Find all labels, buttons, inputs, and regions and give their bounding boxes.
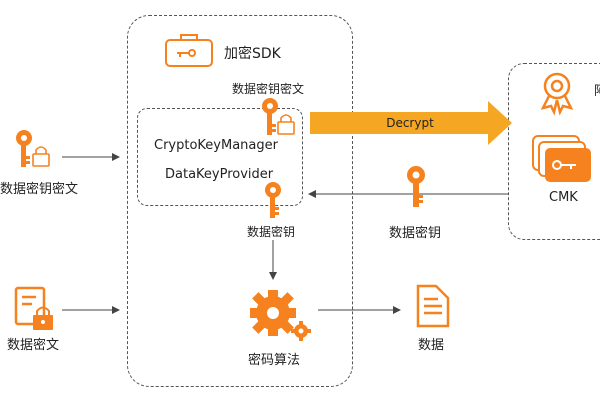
label-output-data: 数据 <box>418 338 445 353</box>
briefcase-key-icon <box>165 34 213 67</box>
key-manager-box <box>137 108 303 206</box>
decrypt-arrow <box>310 101 512 145</box>
cmk-cards-icon <box>532 135 591 182</box>
label-kms-partial: 阿 <box>594 80 600 99</box>
label-right-datakey: 数据密钥 <box>389 226 442 241</box>
label-left-encrypted-datakey: 数据密钥密文 <box>0 182 79 197</box>
kms-container <box>508 63 600 240</box>
label-crypto-algorithm: 密码算法 <box>248 353 301 368</box>
label-cmk: CMK <box>549 190 578 205</box>
doc-lock-icon <box>14 286 53 330</box>
label-left-ciphertext: 数据密文 <box>7 338 60 353</box>
sdk-title: 加密SDK <box>224 46 281 62</box>
kms-seal-icon <box>540 72 574 116</box>
key-icon <box>407 166 425 207</box>
key-icon <box>265 182 281 218</box>
key-lock-icon <box>262 98 295 135</box>
sdk-container <box>127 15 353 387</box>
key-lock-icon <box>16 130 50 167</box>
label-top-encrypted-datakey: 数据密钥密文 <box>232 82 305 96</box>
decrypt-label: Decrypt <box>386 116 434 130</box>
label-crypto-key-manager: CryptoKeyManager <box>154 138 278 153</box>
label-sdk-datakey: 数据密钥 <box>247 225 296 239</box>
document-icon <box>416 284 450 328</box>
gear-icon <box>250 290 311 341</box>
label-data-key-provider: DataKeyProvider <box>165 167 274 182</box>
